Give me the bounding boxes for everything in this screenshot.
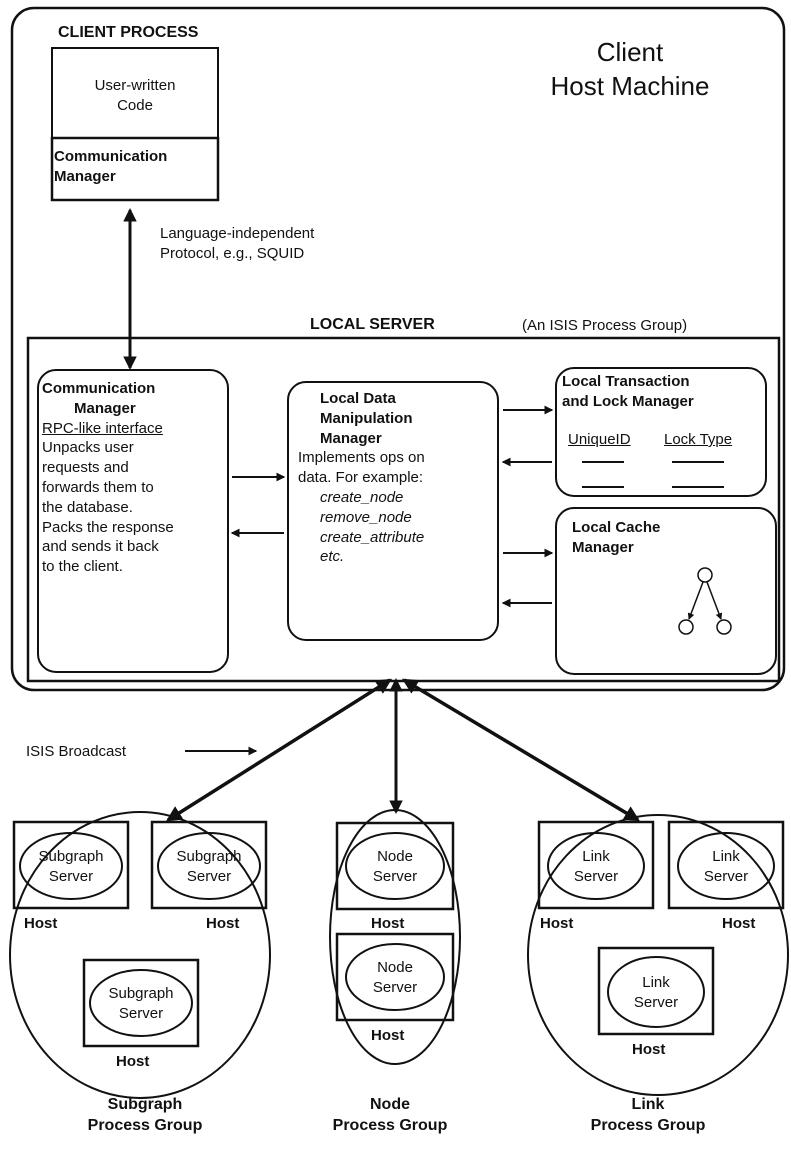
server-comm-manager-text: Communication Manager RPC-like interface… xyxy=(42,380,174,576)
cache-manager-title: Local Cache Manager xyxy=(572,519,661,556)
node-group-label: Node Process Group xyxy=(332,1096,448,1135)
link-server-3: Link Server xyxy=(633,974,679,1011)
subgraph-host-2: Host xyxy=(206,915,240,932)
lock-table-col-uniqueid: UniqueID xyxy=(568,431,631,448)
link-group-label: Link Process Group xyxy=(590,1096,706,1135)
client-comm-manager-label: Communication Manager xyxy=(54,148,168,185)
link-host-1: Host xyxy=(540,915,574,932)
subgraph-group-label: Subgraph Process Group xyxy=(87,1096,203,1135)
transaction-manager-title: Local Transaction and Lock Manager xyxy=(562,373,694,410)
client-comm-manager-box xyxy=(50,136,220,202)
subgraph-host-1: Host xyxy=(24,915,58,932)
node-host-2: Host xyxy=(371,1027,405,1044)
subgraph-server-2: Subgraph Server xyxy=(176,848,242,885)
client-process-label: CLIENT PROCESS xyxy=(58,24,199,41)
tree-icon xyxy=(678,567,732,635)
transaction-manager-box xyxy=(555,367,767,497)
data-manager-box xyxy=(287,381,499,641)
link-process-group xyxy=(527,814,789,1096)
subgraph-host-3: Host xyxy=(116,1053,150,1070)
link-host-3: Host xyxy=(632,1041,666,1058)
node-server-2: Node Server xyxy=(372,959,418,996)
subgraph-process-group xyxy=(9,811,271,1099)
lock-table-col-locktype: Lock Type xyxy=(664,431,733,448)
subgraph-server-3: Subgraph Server xyxy=(108,985,174,1022)
broadcast-arrow-subgraph xyxy=(166,678,392,822)
link-server-1: Link Server xyxy=(573,848,619,885)
node-process-group xyxy=(329,809,461,1065)
isis-broadcast-label: ISIS Broadcast xyxy=(26,743,127,760)
link-server-2: Link Server xyxy=(703,848,749,885)
node-host-1: Host xyxy=(371,915,405,932)
broadcast-arrow-link xyxy=(401,678,641,822)
node-server-1: Node Server xyxy=(372,848,418,885)
data-manager-text: Local Data Manipulation Manager Implemen… xyxy=(298,390,425,566)
user-code-label: User-written Code xyxy=(94,77,176,114)
local-server-label: LOCAL SERVER xyxy=(310,316,435,333)
isis-group-note: (An ISIS Process Group) xyxy=(522,317,688,334)
subgraph-server-1: Subgraph Server xyxy=(38,848,104,885)
cache-manager-box xyxy=(555,507,777,675)
client-host-title: Client Host Machine xyxy=(550,37,710,101)
protocol-label: Language-independent Protocol, e.g., SQU… xyxy=(160,225,315,262)
link-host-2: Host xyxy=(722,915,756,932)
